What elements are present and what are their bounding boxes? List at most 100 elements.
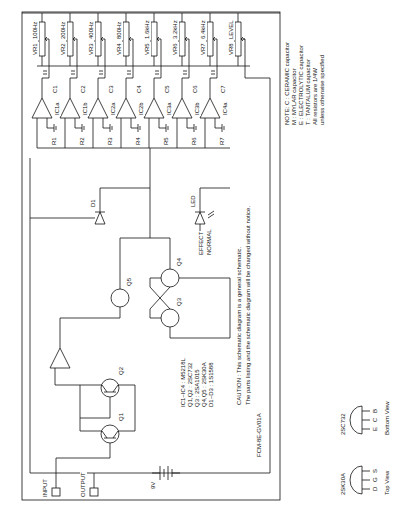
part-number: C6: [192, 84, 199, 94]
opamp-symbol: [200, 98, 220, 118]
part-number: C4: [136, 84, 143, 94]
part-number: VR6: [172, 42, 179, 56]
terminal-label: 9V: [150, 481, 157, 490]
pin-name: D: [372, 486, 379, 492]
capacitor-symbol: [43, 71, 47, 74]
note-text: All resistors are 1/4W: [312, 67, 319, 126]
part-number: D1: [90, 198, 97, 208]
part-number: R2: [79, 136, 86, 146]
wiper: [101, 37, 105, 41]
potentiometer-symbol: [151, 13, 157, 66]
fet-pinout: [350, 466, 370, 494]
band-label: LEVEL: [228, 19, 235, 40]
part-number: C1: [52, 84, 59, 94]
ic-label: IC2a: [110, 101, 117, 116]
wiper: [185, 37, 189, 41]
battery-symbol: [152, 466, 180, 480]
ic-label: IC3a: [166, 101, 173, 116]
band-label: 1.6kHz: [144, 19, 151, 40]
parts-list: IC1~IC4 : M5218L: [180, 357, 187, 408]
potentiometer-symbol: [235, 13, 241, 66]
ic-label: IC1a: [54, 101, 61, 116]
wire: [42, 39, 49, 98]
caution-note: The parts listing and the schematic diag…: [245, 205, 252, 406]
fet-symbol: [161, 269, 179, 287]
band-label: 100Hz: [32, 21, 39, 40]
wire: [126, 39, 133, 98]
capacitor-symbol: [127, 71, 131, 74]
part-number: C2: [80, 84, 87, 94]
potentiometer-symbol: [207, 13, 213, 66]
ic-label: IC2b: [138, 101, 145, 116]
band-label: 6.4kHz: [200, 19, 207, 40]
part-number: Q3: [176, 297, 183, 307]
part-number: R7: [219, 136, 226, 146]
part-number: C5: [164, 84, 171, 94]
note-text: NOTE: C : CERAMIC capacitor: [284, 41, 291, 126]
part-number: VR4: [116, 42, 123, 56]
capacitor-symbol: [99, 71, 103, 74]
potentiometer-symbol: [123, 13, 129, 66]
note-text: E : ELECTROLYTIC capacitor: [298, 44, 305, 126]
part-number: VR1: [32, 42, 39, 56]
eq-bank: [22, 13, 280, 148]
opamp-symbol: [144, 98, 164, 118]
wiper: [157, 37, 161, 41]
transistor-pinout: [350, 406, 370, 434]
wire: [154, 39, 161, 98]
switch-label: EFFECT: [198, 231, 205, 256]
terminal-label: INPUT: [42, 478, 49, 498]
opamp-symbol: [32, 98, 52, 118]
wire: [80, 385, 135, 431]
wire: [120, 238, 230, 338]
part-number: VR3: [88, 42, 95, 56]
ic-label: IC3b: [194, 101, 201, 116]
fet-symbol: [111, 289, 129, 307]
wire: [55, 307, 120, 385]
ic-label: IC1b: [82, 101, 89, 116]
part-number: R6: [191, 136, 198, 146]
capacitor-symbol: [71, 71, 75, 74]
potentiometer-symbol: [67, 13, 73, 66]
band-label: 3.2kHz: [172, 19, 179, 40]
part-number: VR5: [144, 42, 151, 56]
capacitor-symbol: [211, 71, 215, 74]
pin-name: G: [372, 476, 379, 483]
part-number: R1: [51, 136, 58, 146]
band-label: 200Hz: [60, 21, 67, 40]
part-number: C7: [220, 84, 227, 94]
fet-symbol: [161, 309, 179, 327]
pin-name: C: [372, 417, 379, 423]
board-number: FCM-8E-GV01A: [256, 412, 263, 458]
note-text: T : TANTALUM capacitor: [305, 58, 312, 126]
diode-symbol: [30, 188, 150, 224]
view-label: Bottom View: [384, 400, 391, 436]
pin-name: B: [372, 408, 379, 414]
wire: [182, 39, 189, 98]
pin-name: S: [372, 468, 379, 474]
frame: [22, 12, 280, 500]
view-label: Top View: [384, 470, 391, 496]
part-number: Q5: [126, 277, 133, 287]
note-text: M : MYLAR capacitor: [291, 67, 298, 126]
opamp-symbol: [50, 348, 70, 368]
opamp-symbol: [172, 98, 192, 118]
parts-list: D1~D3 : 1S1588: [208, 361, 215, 408]
band-label: 800Hz: [116, 21, 123, 40]
part-number: VR7: [200, 42, 207, 56]
jack-symbol: [90, 488, 98, 496]
potentiometer-symbol: [39, 13, 45, 66]
opamp-symbol: [88, 98, 108, 118]
wire: [56, 39, 270, 488]
part-number: R3: [107, 136, 114, 146]
part-number: Q1: [118, 412, 125, 422]
part-number: R4: [135, 136, 142, 146]
view-label: 2SC732: [340, 412, 347, 436]
wire: [210, 39, 217, 98]
part-number: VR2: [60, 42, 67, 56]
wire: [98, 39, 105, 98]
parts-list: Q1,Q2 : 2SC732: [187, 362, 194, 408]
part-number: VR8: [228, 42, 235, 56]
